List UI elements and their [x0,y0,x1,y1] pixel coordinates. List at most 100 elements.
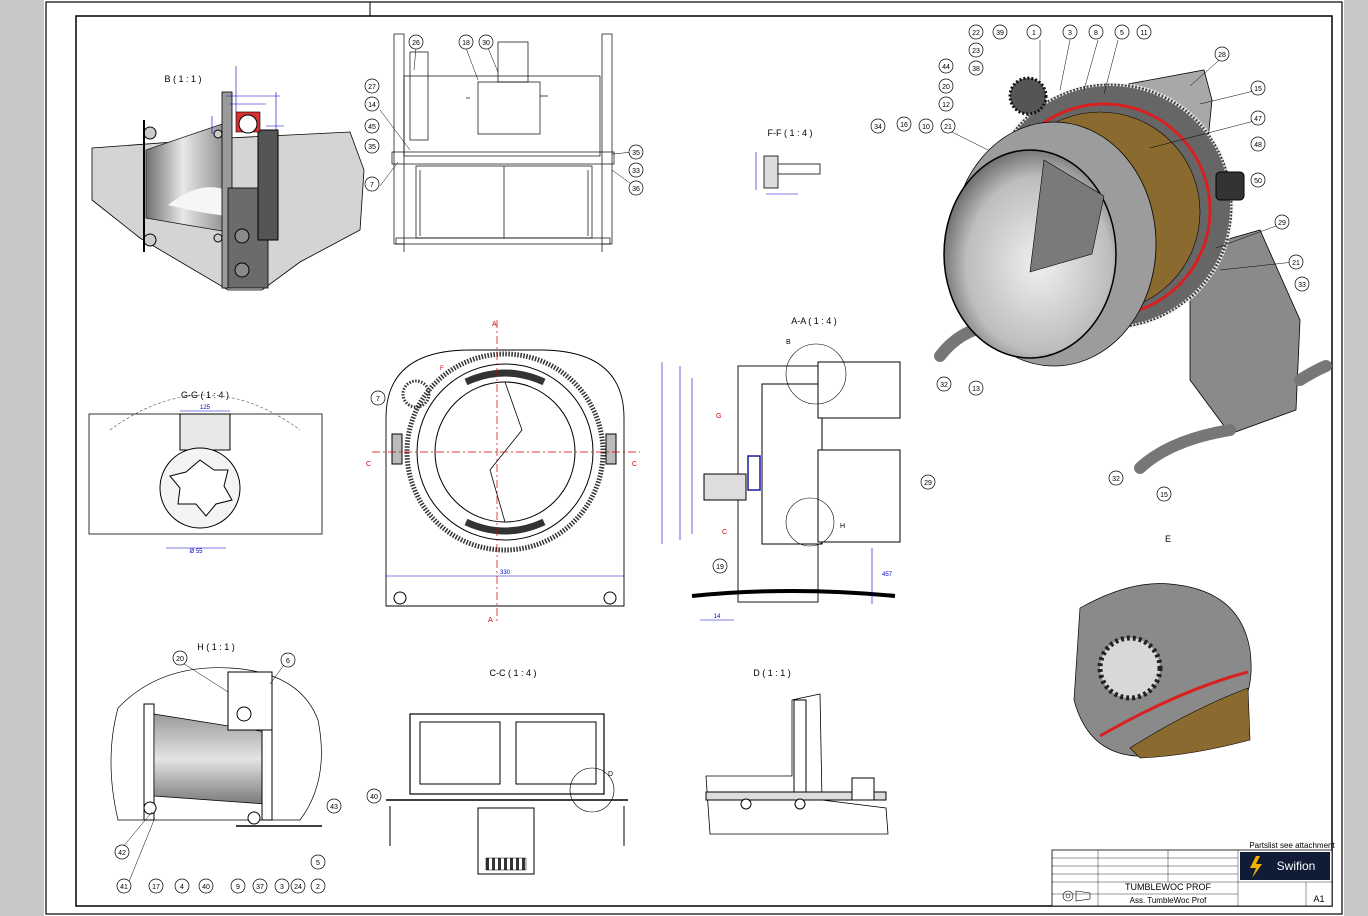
view-b: B ( 1 : 1 ) [91,66,365,291]
motor [409,51,429,141]
balloon: 42 [114,844,130,860]
balloon: 36 [628,180,644,196]
d-bolt-2 [794,798,806,810]
balloon-text: 8 [1094,30,1098,37]
balloon: 11 [1136,24,1152,40]
mark-g: G [716,413,721,420]
mark-f: F [440,366,444,372]
balloon-text: 18 [462,40,470,47]
balloon-text: 32 [1112,476,1120,483]
balloon-text: 3 [280,884,284,891]
balloon-text: 40 [370,794,378,801]
balloon: 15 [1250,80,1266,96]
balloon: 45 [364,118,380,134]
base-rail [391,151,615,165]
balloon-text: 21 [1292,260,1300,267]
mark-d: D [608,771,613,778]
balloon: 48 [1250,136,1266,152]
balloon: 22 [968,24,984,40]
balloon-text: 14 [368,102,376,109]
balloon-text: 34 [874,124,882,131]
h-bracket [227,671,273,731]
balloon-text: 11 [1140,30,1147,37]
balloon: 1 [1026,24,1042,40]
d-bolt-1 [740,798,752,810]
ff-plate [777,163,821,175]
balloon-text: 2 [316,884,320,891]
balloon: 3 [1062,24,1078,40]
balloon-text: 37 [256,884,264,891]
front-dim-text: 330 [500,570,511,576]
balloon: 7 [364,176,380,192]
aa-drum [761,383,823,545]
balloon: 29 [1274,214,1290,230]
d-rail [705,791,887,801]
balloon: 47 [1250,110,1266,126]
gg-rotor [169,459,233,517]
balloon: 20 [172,650,188,666]
balloon-text: 48 [1254,142,1262,149]
view-cc: C-C ( 1 : 4 ) D [386,668,628,875]
hopper [477,81,541,135]
balloon: 40 [198,878,214,894]
front-housing [385,349,625,607]
balloon: 30 [478,34,494,50]
balloon-text: 17 [152,884,160,891]
balloon-text: 20 [942,84,950,91]
iso-gear-teeth [986,82,1234,330]
balloon-text: 20 [176,656,184,663]
balloon: 5 [1114,24,1130,40]
aa-shaft [703,473,747,501]
view-e: E [1073,534,1252,759]
balloon-text: 22 [972,30,980,37]
gg-dim-top-text: 125 [200,405,211,411]
gg-dim-bottom-text: Ø 55 [189,549,203,555]
balloon: 21 [1288,254,1304,270]
drum-slot-top [464,369,546,386]
ff-part [763,155,779,189]
view-b-ring [238,114,258,134]
balloon-text: 5 [316,860,320,867]
mark-c-aa: C [722,529,727,536]
iso-tube-bottom [1134,424,1236,474]
balloon-text: 3 [1068,30,1072,37]
balloon: 5 [310,854,326,870]
balloon: 13 [968,380,984,396]
balloon-text: 21 [944,124,952,131]
balloon: 6 [280,652,296,668]
small-gear [401,379,431,409]
balloon-text: 16 [900,122,908,129]
view-aa-label: A-A ( 1 : 4 ) [791,316,837,326]
clamp-right [605,433,617,465]
balloon-text: 47 [1254,116,1262,123]
balloon-text: 44 [942,64,950,71]
h-bolt-2 [143,801,157,815]
balloon: 28 [1214,46,1230,62]
balloon: 18 [458,34,474,50]
balloon: 32 [936,376,952,392]
h-bolt-1 [236,706,252,722]
balloon-text: 33 [632,168,640,175]
balloon: 9 [230,878,246,894]
balloon-text: 42 [118,850,126,857]
balloon-text: 36 [632,186,640,193]
balloon-text: 30 [482,40,490,47]
balloon: 3 [274,878,290,894]
view-h: H ( 1 : 1 ) [110,642,322,827]
view-b-bolt-3 [213,129,223,139]
aa-detail-b [785,343,847,405]
view-b-plate [257,129,279,241]
balloon: 24 [290,878,306,894]
upper-frame [403,75,601,157]
view-b-dims [211,66,284,134]
balloon: 20 [938,78,954,94]
h-post [261,729,273,821]
balloon-text: 15 [1254,86,1262,93]
view-d-label: D ( 1 : 1 ) [753,668,791,678]
balloon-text: 5 [1120,30,1124,37]
balloon: 44 [938,58,954,74]
balloon-text: 28 [1218,52,1226,59]
iso-tube-right [1294,360,1332,386]
balloon-text: 6 [286,658,290,665]
